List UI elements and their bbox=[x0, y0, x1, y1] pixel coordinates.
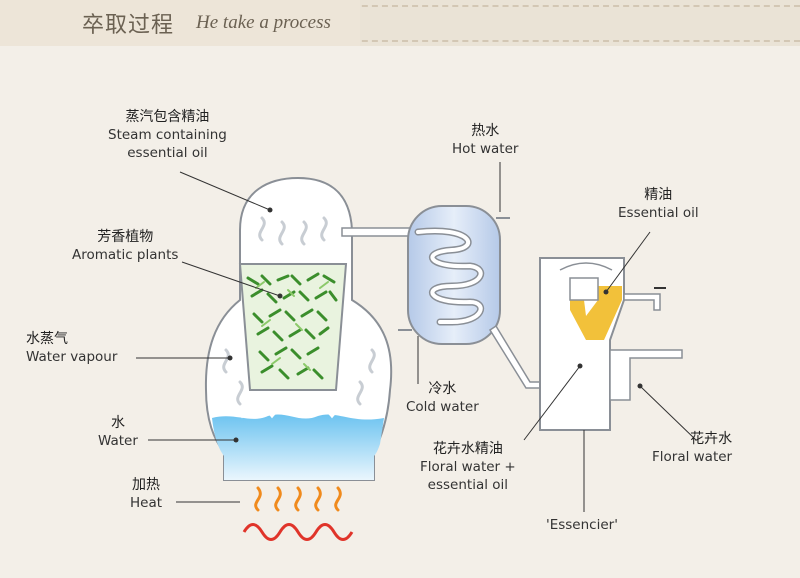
condenser-coil-inner bbox=[416, 229, 483, 324]
label-hot-water-cn: 热水 bbox=[471, 123, 500, 139]
label-plants: 芳香植物 Aromatic plants bbox=[72, 228, 178, 264]
label-floral-mix-cn: 花卉水精油 bbox=[432, 441, 503, 457]
steam-wisps bbox=[222, 216, 376, 406]
boiler-water bbox=[212, 414, 384, 480]
label-cold-water-cn: 冷水 bbox=[428, 381, 457, 397]
label-essential-oil-en: Essential oil bbox=[618, 205, 699, 221]
page-title-cn: 卒取过程 bbox=[82, 13, 175, 38]
page-title-en: He take a process bbox=[196, 12, 331, 33]
separator-inner-funnel bbox=[569, 277, 599, 301]
label-water-en: Water bbox=[98, 433, 138, 449]
water-surface bbox=[211, 407, 386, 419]
separator-arrows bbox=[559, 262, 613, 271]
label-heat: 加热 Heat bbox=[130, 476, 162, 512]
condensate-pipe bbox=[488, 324, 541, 389]
label-floral-mix-en2: essential oil bbox=[427, 477, 509, 493]
label-vapour-cn: 水蒸气 bbox=[26, 331, 68, 347]
label-essencier-text: 'Essencier' bbox=[546, 517, 618, 533]
label-floral-water-cn: 花卉水 bbox=[690, 431, 733, 447]
label-vapour: 水蒸气 Water vapour bbox=[26, 330, 117, 366]
condenser bbox=[407, 205, 501, 345]
label-floral-water: 花卉水 Floral water bbox=[652, 430, 732, 466]
label-floral-mix-en1: Floral water + bbox=[420, 459, 516, 475]
plants-light bbox=[255, 281, 329, 371]
label-water: 水 Water bbox=[98, 414, 138, 450]
header-stitch-top bbox=[0, 5, 800, 7]
essential-oil-layer bbox=[542, 286, 622, 340]
label-steam-en1: Steam containing bbox=[108, 127, 227, 143]
leader-dots bbox=[227, 207, 643, 443]
heat-wave bbox=[242, 523, 354, 541]
label-heat-cn: 加热 bbox=[132, 477, 161, 493]
label-cold-water-en: Cold water bbox=[406, 399, 479, 415]
label-essential-oil-cn: 精油 bbox=[644, 187, 673, 203]
label-plants-en: Aromatic plants bbox=[72, 247, 179, 263]
label-cold-water: 冷水 Cold water bbox=[406, 380, 479, 416]
label-plants-cn: 芳香植物 bbox=[97, 229, 154, 245]
vapour-pipe bbox=[341, 227, 419, 237]
floral-water-pipe bbox=[609, 349, 683, 401]
label-hot-water: 热水 Hot water bbox=[452, 122, 518, 158]
label-water-cn: 水 bbox=[110, 415, 125, 431]
label-steam-en2: essential oil bbox=[127, 145, 208, 161]
label-floral-mix: 花卉水精油 Floral water + essential oil bbox=[420, 440, 516, 494]
heat-flames bbox=[254, 486, 342, 512]
aromatic-plants bbox=[246, 272, 338, 380]
header-stitch-bottom bbox=[0, 40, 800, 42]
leader-lines bbox=[136, 162, 697, 512]
label-heat-en: Heat bbox=[130, 495, 163, 511]
label-vapour-en: Water vapour bbox=[26, 349, 118, 365]
label-steam-cn: 蒸汽包含精油 bbox=[125, 109, 210, 125]
header-title-block: 卒取过程 He take a process bbox=[0, 0, 360, 46]
label-essencier: 'Essencier' bbox=[546, 516, 618, 534]
label-steam: 蒸汽包含精油 Steam containing essential oil bbox=[108, 108, 227, 162]
label-floral-water-en: Floral water bbox=[652, 449, 733, 465]
oil-tap bbox=[623, 293, 661, 311]
label-hot-water-en: Hot water bbox=[452, 141, 519, 157]
header-band: 卒取过程 He take a process bbox=[0, 0, 800, 46]
label-essential-oil: 精油 Essential oil bbox=[618, 186, 699, 222]
